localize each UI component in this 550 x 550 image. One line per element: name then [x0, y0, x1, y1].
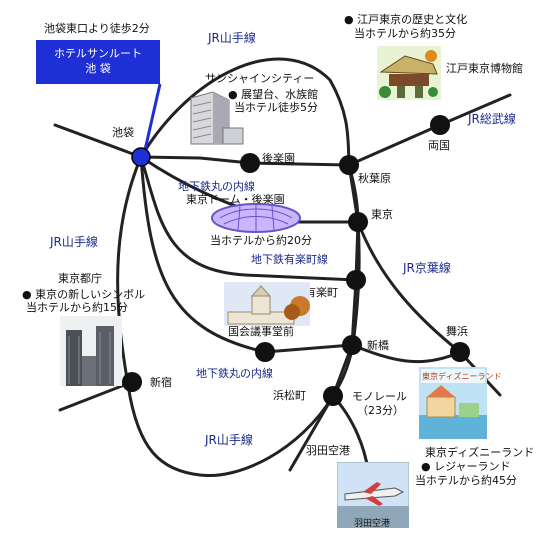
- station-dot-shinbashi: [342, 335, 362, 355]
- label-metro-marunouchi-bottom: 地下鉄丸の内線: [196, 367, 273, 380]
- disney-sign: 東京ディズニーランド: [422, 372, 502, 381]
- dome-time: 当ホテルから約20分: [210, 234, 312, 247]
- station-label-haneda: 羽田空港: [306, 444, 350, 457]
- tocho-line2: 当ホテルから約15分: [26, 301, 128, 314]
- hotel-pointer: [143, 83, 162, 151]
- station-label-shinjuku: 新宿: [150, 376, 172, 389]
- edo-caption: 江戸東京博物館: [446, 62, 523, 75]
- station-label-kokkai: 国会議事堂前: [228, 325, 294, 338]
- station-label-tokyo: 東京: [371, 208, 393, 221]
- crossline-ikebukuro: [53, 123, 351, 167]
- station-label-shinbashi: 新橋: [367, 339, 389, 352]
- haneda-caption: 羽田空港: [354, 519, 391, 529]
- hotel-area: 池 袋: [85, 62, 111, 75]
- station-label-maihama: 舞浜: [446, 325, 468, 338]
- tokyo-dome-illustration: [210, 200, 302, 236]
- sunshine-line2: 当ホテル徒歩5分: [234, 101, 318, 114]
- station-dot-yurakucho: [346, 270, 366, 290]
- station-label-akihabara: 秋葉原: [358, 172, 391, 185]
- station-label-korakuen: 後楽園: [262, 152, 295, 165]
- label-monorail-time: （23分）: [357, 404, 404, 417]
- sunshine-building-illustration: [183, 88, 245, 148]
- walk-note: 池袋東口より徒歩2分: [44, 22, 150, 35]
- station-dot-shinjuku: [122, 372, 142, 392]
- metro-yurakucho-line: [139, 155, 358, 282]
- hotel-box: ホテルサンルート 池 袋: [36, 40, 160, 84]
- station-dot-ryogoku: [430, 115, 450, 135]
- label-monorail: モノレール: [352, 390, 407, 403]
- edo-line2: 当ホテルから約35分: [354, 27, 456, 40]
- label-metro-marunouchi-top: 地下鉄丸の内線: [178, 180, 255, 193]
- line-shinjuku-west: [58, 380, 134, 412]
- line-shinbashi-east: [350, 343, 462, 364]
- station-label-ryogoku: 両国: [428, 139, 450, 152]
- station-dot-akihabara: [339, 155, 359, 175]
- disney-title: 東京ディズニーランド: [425, 446, 535, 459]
- dome-title: 東京ドーム・後楽園: [186, 193, 285, 206]
- station-dot-maihama: [450, 342, 470, 362]
- hotel-name: ホテルサンルート: [54, 47, 142, 60]
- tocho-title: 東京都庁: [58, 272, 102, 285]
- tocho-line1: ● 東京の新しいシンボル: [22, 288, 146, 301]
- station-dot-ikebukuro: [131, 147, 151, 167]
- station-label-yurakucho: 有楽町: [305, 286, 338, 299]
- station-dot-kokkai: [255, 342, 275, 362]
- station-dot-hamamatsucho: [323, 386, 343, 406]
- disney-line1: ● レジャーランド: [421, 460, 511, 473]
- haneda-airport-illustration: [336, 461, 410, 529]
- label-metro-yurakucho: 地下鉄有楽町線: [251, 253, 328, 266]
- sunshine-title: サンシャインシティー: [205, 72, 315, 85]
- metro-marunouchi-south: [139, 155, 354, 354]
- edo-museum-illustration: [375, 42, 443, 104]
- tocho-illustration: [60, 316, 122, 386]
- sunshine-line1: ● 展望台、水族館: [228, 88, 319, 101]
- station-label-hamamatsucho: 浜松町: [273, 389, 306, 402]
- station-dot-tokyo: [348, 212, 368, 232]
- disneyland-illustration: [419, 367, 487, 439]
- station-dot-korakuen: [240, 153, 260, 173]
- label-jr-keiyo: JR京葉線: [403, 261, 451, 275]
- label-jr-sobu: JR総武線: [468, 112, 516, 126]
- disney-line2: 当ホテルから約45分: [415, 474, 517, 487]
- label-jr-yamanote-bottom: JR山手線: [205, 433, 253, 447]
- label-jr-yamanote-left: JR山手線: [50, 235, 98, 249]
- station-label-ikebukuro: 池袋: [112, 126, 134, 139]
- label-jr-yamanote-top: JR山手線: [208, 31, 256, 45]
- jr-sobu-line: [347, 93, 512, 167]
- diet-building-illustration: [224, 282, 310, 326]
- edo-line1: ● 江戸東京の歴史と文化: [344, 13, 468, 26]
